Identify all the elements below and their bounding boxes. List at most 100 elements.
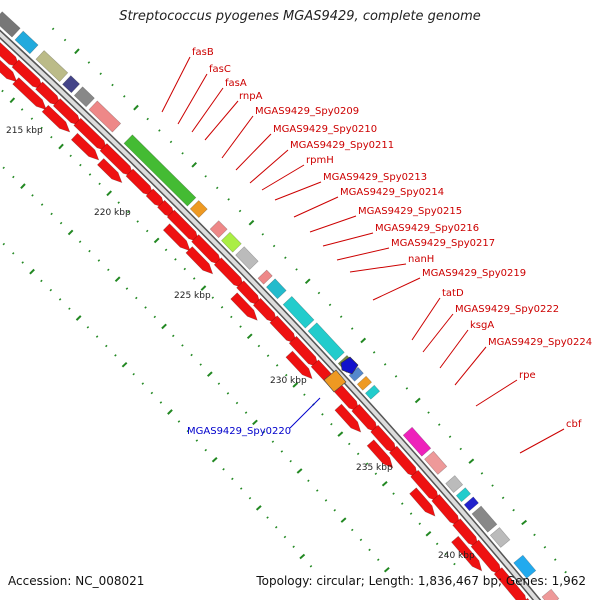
gene-label[interactable]: MGAS9429_Spy0216 bbox=[375, 223, 479, 234]
cds-arrow[interactable] bbox=[70, 132, 100, 161]
cds-arrow[interactable] bbox=[162, 223, 191, 252]
cds-arrow[interactable] bbox=[12, 77, 47, 111]
gene-label[interactable]: MGAS9429_Spy0224 bbox=[488, 337, 592, 348]
ruler-tick bbox=[20, 108, 24, 111]
cog-feature[interactable] bbox=[455, 487, 472, 503]
ruler-tick bbox=[164, 248, 168, 252]
gene-label[interactable]: MGAS9429_Spy0209 bbox=[255, 106, 359, 117]
ruler-tick bbox=[394, 375, 398, 378]
cog-feature[interactable] bbox=[323, 369, 347, 393]
ruler-tick bbox=[425, 531, 432, 537]
cog-feature[interactable] bbox=[364, 384, 381, 400]
cds-arrow[interactable] bbox=[334, 403, 362, 433]
gene-label[interactable]: MGAS9429_Spy0219 bbox=[422, 268, 526, 279]
ruler-tick bbox=[132, 372, 135, 376]
ruler-tick bbox=[30, 117, 34, 120]
cog-feature[interactable] bbox=[123, 134, 197, 207]
ruler-tick bbox=[1, 89, 4, 93]
cog-feature[interactable] bbox=[220, 231, 242, 253]
ruler-tick bbox=[117, 201, 120, 204]
gene-label[interactable]: nanH bbox=[408, 254, 434, 265]
ruler-tick bbox=[69, 154, 72, 158]
cog-feature[interactable] bbox=[257, 269, 273, 285]
cds-arrow[interactable] bbox=[493, 567, 527, 600]
ruler-tick bbox=[88, 173, 92, 176]
cds-arrow[interactable] bbox=[451, 535, 483, 572]
gene-label-blue[interactable]: MGAS9429_Spy0220 bbox=[187, 426, 291, 437]
gene-label[interactable]: tatD bbox=[442, 288, 464, 299]
cds-arrow[interactable] bbox=[213, 257, 245, 289]
cog-feature[interactable] bbox=[356, 375, 373, 391]
cds-arrow[interactable] bbox=[41, 104, 71, 133]
ruler-tick bbox=[296, 468, 303, 474]
ruler-tick bbox=[337, 431, 344, 437]
ruler-tick bbox=[377, 558, 380, 561]
ruler-tick bbox=[292, 382, 299, 388]
cog-feature[interactable] bbox=[424, 450, 448, 475]
gene-label[interactable]: fasC bbox=[209, 64, 231, 75]
cds-arrow[interactable] bbox=[366, 439, 394, 469]
cds-arrow[interactable] bbox=[340, 356, 359, 375]
gene-label[interactable]: MGAS9429_Spy0211 bbox=[290, 140, 394, 151]
ruler-tick bbox=[40, 126, 43, 130]
cds-arrow[interactable] bbox=[96, 158, 123, 184]
cog-feature[interactable] bbox=[35, 50, 69, 83]
cog-feature[interactable] bbox=[235, 246, 259, 271]
cog-feature[interactable] bbox=[14, 30, 39, 55]
cog-feature[interactable] bbox=[265, 278, 287, 300]
gene-label[interactable]: fasB bbox=[192, 47, 214, 58]
cog-feature[interactable] bbox=[62, 75, 81, 94]
cds-arrow[interactable] bbox=[409, 487, 436, 517]
cog-feature[interactable] bbox=[489, 527, 511, 548]
gene-label[interactable]: fasA bbox=[225, 78, 247, 89]
gene-label[interactable]: MGAS9429_Spy0215 bbox=[358, 206, 462, 217]
cds-arrow[interactable] bbox=[230, 292, 258, 321]
ruler-tick bbox=[227, 198, 230, 201]
ruler-tick bbox=[328, 303, 332, 307]
ruler-tick bbox=[383, 363, 387, 366]
gene-label[interactable]: rnpA bbox=[239, 91, 263, 102]
gene-label[interactable]: ksgA bbox=[470, 320, 494, 331]
ruler-tick bbox=[125, 287, 129, 290]
gene-label[interactable]: MGAS9429_Spy0214 bbox=[340, 187, 444, 198]
gene-label[interactable]: MGAS9429_Spy0213 bbox=[323, 172, 427, 183]
cog-feature[interactable] bbox=[445, 475, 464, 494]
ruler-tick bbox=[126, 210, 130, 214]
cog-feature[interactable] bbox=[88, 100, 122, 133]
gene-label[interactable]: cbf bbox=[566, 419, 582, 430]
cog-feature[interactable] bbox=[513, 554, 537, 579]
cog-feature[interactable] bbox=[307, 322, 345, 362]
cog-feature[interactable] bbox=[471, 505, 498, 533]
cog-feature[interactable] bbox=[402, 426, 432, 457]
gene-label[interactable]: MGAS9429_Spy0217 bbox=[391, 238, 495, 249]
ruler-tick bbox=[414, 397, 421, 404]
ruler-tick bbox=[9, 97, 16, 104]
leader-line bbox=[274, 181, 322, 201]
cog-feature[interactable] bbox=[209, 220, 228, 239]
cog-feature[interactable] bbox=[189, 200, 208, 219]
ruler-tick bbox=[339, 315, 343, 318]
gene-label[interactable]: MGAS9429_Spy0210 bbox=[273, 124, 377, 135]
leader-line bbox=[289, 397, 321, 429]
cds-arrow[interactable] bbox=[285, 350, 313, 380]
gene-label[interactable]: rpe bbox=[519, 370, 536, 381]
cog-feature[interactable] bbox=[463, 496, 479, 512]
ruler-tick bbox=[68, 307, 71, 310]
cog-feature[interactable] bbox=[73, 86, 95, 108]
ruler-tick bbox=[86, 326, 90, 329]
ruler-tick bbox=[153, 315, 157, 319]
cds-arrow[interactable] bbox=[388, 445, 419, 479]
cog-feature[interactable] bbox=[282, 295, 315, 329]
cog-feature[interactable] bbox=[0, 11, 21, 38]
ruler-tick bbox=[74, 48, 80, 55]
leader-line bbox=[261, 164, 305, 191]
gene-label[interactable]: rpmH bbox=[306, 155, 334, 166]
gene-label[interactable]: MGAS9429_Spy0222 bbox=[455, 304, 559, 315]
cds-arrow[interactable] bbox=[0, 50, 18, 83]
ruler-tick bbox=[261, 233, 265, 236]
cds-arrow[interactable] bbox=[185, 246, 214, 275]
leader-line bbox=[204, 100, 239, 141]
cog-feature[interactable] bbox=[541, 588, 560, 600]
cog-feature[interactable] bbox=[348, 366, 364, 382]
ruler-tick bbox=[285, 373, 288, 377]
